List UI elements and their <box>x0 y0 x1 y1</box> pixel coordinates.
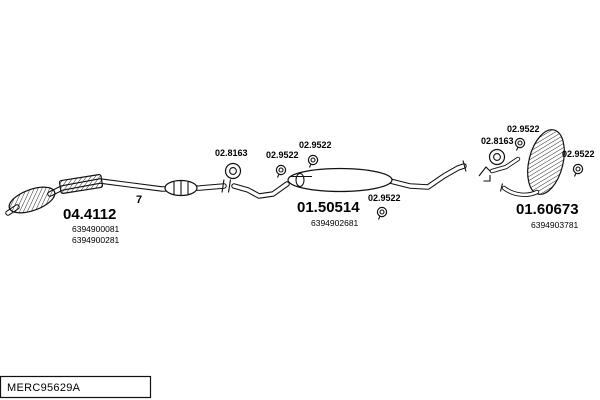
hanger-label: 02.8163 <box>481 136 514 146</box>
front-flange <box>221 179 232 193</box>
rear-flange <box>478 166 493 182</box>
hanger-label: 02.8163 <box>215 148 248 158</box>
rear-exhaust-assembly <box>478 129 565 197</box>
gasket-ring-icon <box>488 148 506 166</box>
rubber-hanger-icon <box>307 154 319 168</box>
front-exhaust-assembly <box>5 173 232 216</box>
rubber-hanger-icon <box>572 163 584 177</box>
oe-ref: 6394902681 <box>311 218 359 228</box>
middle-muffler <box>287 167 393 193</box>
oe-ref: 6394900281 <box>72 235 120 245</box>
hanger-label: 02.9522 <box>368 193 401 203</box>
part-number-middle: 01.50514 <box>297 199 360 216</box>
flex-pipe <box>58 173 104 195</box>
hanger-label: 02.9522 <box>299 140 332 150</box>
diagram-code: MERC95629A <box>7 382 81 394</box>
oe-ref: 6394900081 <box>72 224 120 234</box>
part-number-rear: 01.60673 <box>516 201 579 218</box>
hanger-label: 02.9522 <box>507 124 540 134</box>
hanger-label: 02.9522 <box>266 150 299 160</box>
rear-muffler <box>527 129 565 195</box>
oe-ref: 6394903781 <box>531 220 579 230</box>
middle-muffler-inlet-detail <box>295 172 305 188</box>
diagram-code-box: MERC95629A <box>0 375 152 399</box>
rubber-hanger-icon <box>376 206 388 220</box>
tailpipe-end <box>499 183 504 192</box>
middle-exhaust-assembly <box>231 160 467 199</box>
middle-outlet-end <box>462 160 467 172</box>
front-resonator-seams <box>173 180 189 196</box>
catalytic-converter <box>8 186 56 214</box>
callout-number: 7 <box>136 194 142 206</box>
gasket-ring-icon <box>224 162 242 180</box>
rubber-hanger-icon <box>275 164 287 178</box>
rubber-hanger-icon <box>514 137 526 151</box>
hanger-label: 02.9522 <box>562 149 595 159</box>
part-number-front: 04.4112 <box>63 206 116 223</box>
